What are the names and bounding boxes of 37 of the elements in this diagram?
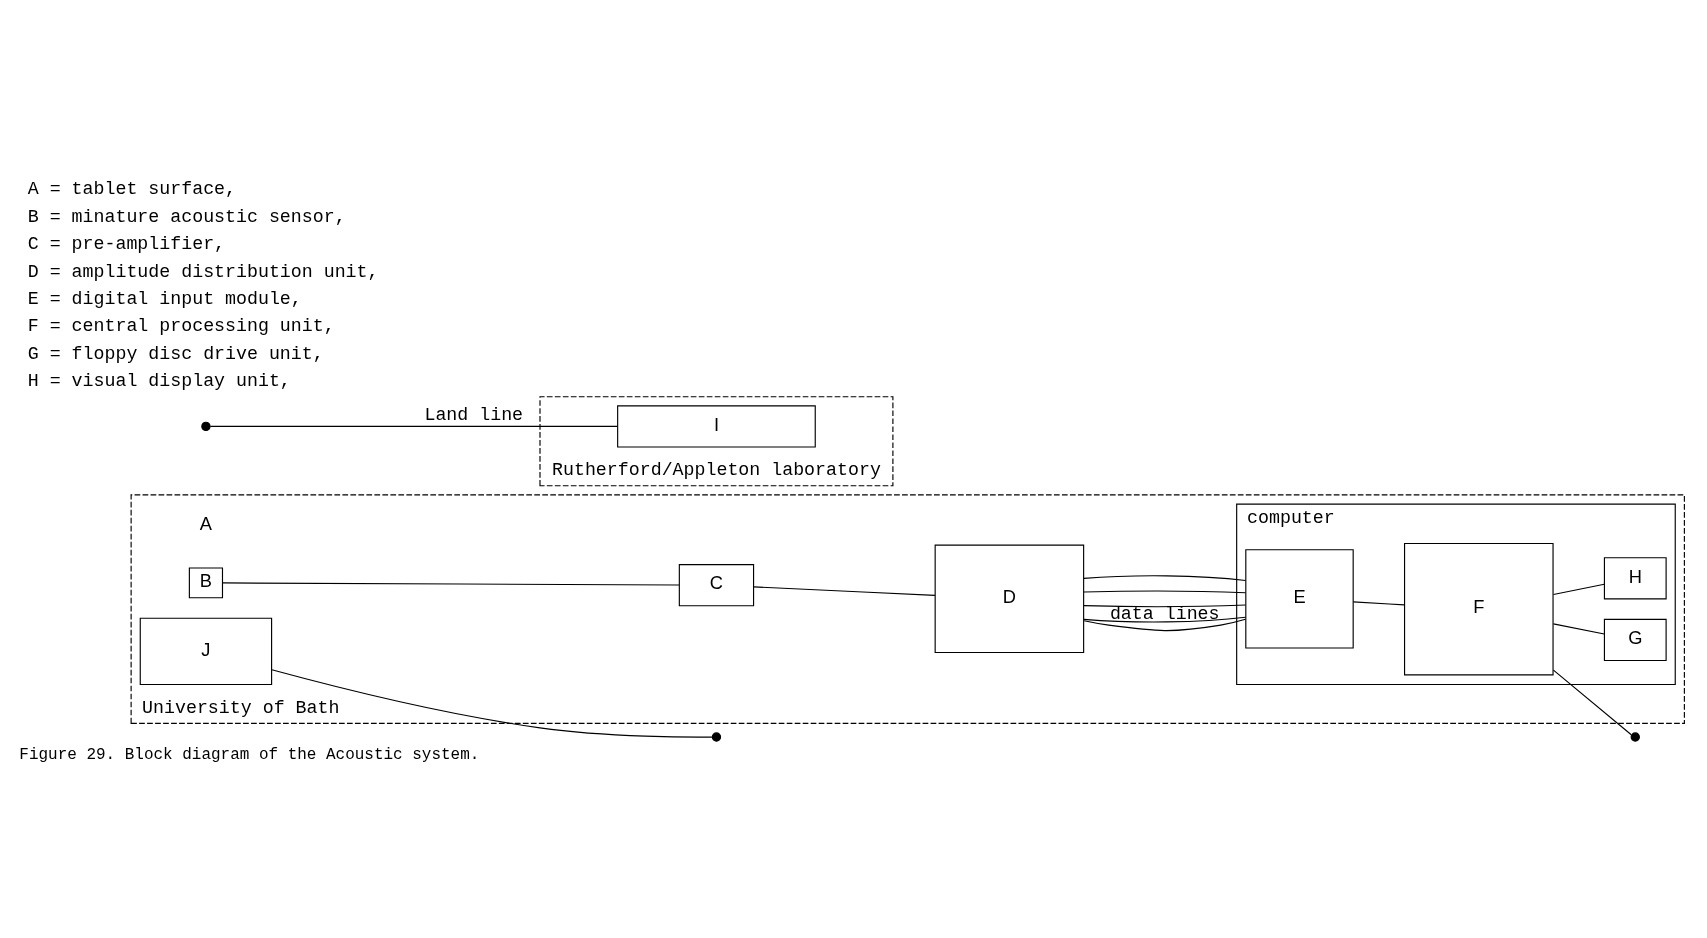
node-box: D [934, 544, 1085, 654]
node-text: A [199, 513, 213, 535]
connector [209, 425, 618, 427]
node-box: J [139, 617, 273, 686]
connector [1083, 616, 1247, 623]
label: G = floppy disc drive unit, [27, 343, 324, 364]
node-box: I [617, 405, 816, 448]
node-circle [201, 421, 211, 432]
connector [271, 669, 713, 738]
connector [1083, 618, 1247, 632]
label: B = minature acoustic sensor, [27, 206, 346, 227]
node-box: E [1245, 549, 1354, 649]
node-circle [711, 732, 722, 742]
label: H = visual display unit, [27, 371, 291, 392]
label: A = tablet surface, [27, 179, 237, 200]
label: F = central processing unit, [27, 316, 335, 337]
connector [1552, 583, 1605, 595]
node-box: F [1404, 542, 1554, 676]
connector [222, 582, 680, 586]
node-circle [1630, 732, 1640, 742]
connector [1083, 575, 1247, 582]
label: E = digital input module, [27, 288, 302, 309]
node-box: C [678, 564, 755, 607]
connector [1552, 669, 1632, 736]
edge-label: Land line [424, 405, 524, 426]
connector [1083, 590, 1247, 594]
edge-label: data lines [1109, 604, 1220, 625]
connector [1083, 604, 1247, 608]
connector [1552, 623, 1605, 635]
node-box: B [188, 567, 224, 599]
node-box: G [1603, 618, 1667, 662]
caption: Figure 29. Block diagram of the Acoustic system. [19, 745, 480, 764]
connector [1352, 601, 1405, 606]
label: C = pre-amplifier, [27, 234, 226, 255]
connector [753, 586, 936, 596]
node-box: H [1603, 557, 1667, 600]
label: D = amplitude distribution unit, [27, 261, 379, 282]
